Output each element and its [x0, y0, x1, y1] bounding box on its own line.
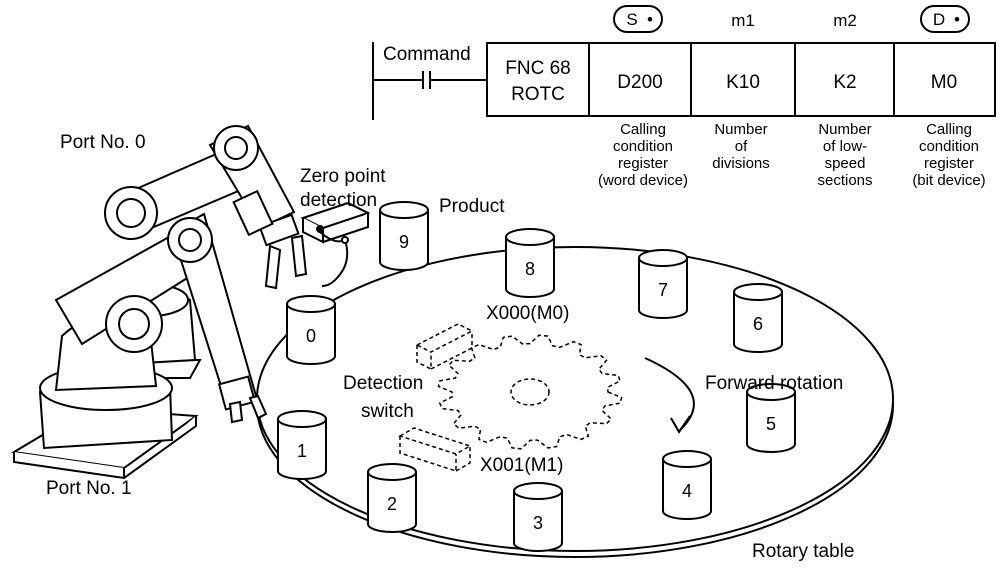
product-number: 8 — [525, 259, 535, 279]
fnc-number: FNC 68 — [505, 58, 570, 79]
robot1-shoulder-cap — [118, 308, 150, 340]
product-cylinder: 4 — [662, 450, 712, 520]
robot0-wrist — [258, 213, 300, 247]
port-0-label: Port No. 0 — [60, 132, 146, 153]
desc-line: (bit device) — [912, 172, 985, 189]
source-operand-header: S — [626, 10, 637, 29]
desc-line: divisions — [712, 155, 770, 172]
detection-switch-upper — [415, 323, 474, 371]
badge-dot: • — [647, 10, 653, 29]
rotary-table-label: Rotary table — [752, 541, 854, 562]
desc-line: speed — [825, 155, 866, 172]
operand-d: M0 — [931, 72, 957, 93]
desc-line: of low- — [823, 138, 867, 155]
product-label: Product — [439, 196, 505, 217]
operand-s-description: Calling condition register (word device) — [598, 121, 688, 189]
desc-line: sections — [817, 172, 872, 189]
robot0-finger-left — [264, 244, 282, 290]
zero-point-label-2: detection — [300, 190, 377, 211]
product-cylinder: 2 — [367, 463, 417, 533]
badge-dot: • — [954, 10, 960, 29]
products: 0 1 2 3 4 5 6 7 8 9 — [277, 201, 796, 552]
product-cylinder: 6 — [733, 283, 783, 353]
desc-line: of — [735, 138, 748, 155]
detection-label: Detection — [343, 373, 423, 394]
x001-label: X001(M1) — [480, 455, 563, 476]
robot0-finger-right — [290, 234, 308, 278]
desc-line: condition — [613, 138, 673, 155]
desc-line: register — [924, 155, 974, 172]
m1-header: m1 — [731, 11, 755, 30]
instruction-box — [486, 42, 996, 117]
robot0-shoulder-cap — [116, 198, 146, 228]
operand-m1-description: Number of divisions — [712, 121, 770, 172]
port-1-label: Port No. 1 — [46, 478, 132, 499]
destination-operand-header: D — [933, 10, 945, 29]
operand-d-description: Calling condition register (bit device) — [912, 121, 985, 189]
detection-switch-lower — [398, 427, 472, 473]
product-cylinder: 9 — [379, 201, 429, 271]
operand-m2-description: Number of low- speed sections — [817, 121, 872, 189]
product-cylinder: 8 — [505, 228, 555, 298]
product-number: 9 — [399, 232, 409, 252]
product-cylinder: 5 — [746, 383, 796, 453]
rotary-table — [256, 246, 894, 558]
product-number: 6 — [753, 314, 763, 334]
robot0-elbow-cap — [224, 136, 248, 160]
source-operand-badge — [613, 5, 663, 33]
zero-point-label: Zero point — [300, 166, 386, 187]
desc-line: Calling — [620, 121, 666, 138]
fnc-mnemonic: ROTC — [511, 84, 565, 105]
desc-line: Number — [714, 121, 767, 138]
gear — [437, 334, 623, 450]
robot1-plate-edge — [13, 452, 125, 480]
desc-line: Number — [818, 121, 871, 138]
ladder-instruction — [372, 42, 996, 120]
forward-rotation-arrow — [644, 357, 695, 434]
operand-s: D200 — [617, 72, 662, 93]
product-number: 1 — [297, 441, 307, 461]
product-number: 2 — [387, 494, 397, 514]
sensor-joint — [341, 236, 349, 244]
product-number: 0 — [306, 326, 316, 346]
product-number: 4 — [682, 481, 692, 501]
table-top — [256, 246, 894, 552]
detection-label-2: switch — [361, 401, 414, 422]
product-cylinder: 1 — [277, 410, 327, 480]
desc-line: condition — [919, 138, 979, 155]
destination-operand-badge — [920, 5, 970, 33]
desc-line: register — [618, 155, 668, 172]
operand-m1: K10 — [726, 72, 760, 93]
sensor-cable — [319, 231, 349, 287]
sensor-lens — [316, 225, 324, 233]
robot1-plate-side — [123, 416, 197, 479]
robot0-wrist-block — [232, 189, 274, 237]
robot-port-1 — [11, 212, 268, 480]
product-number: 5 — [766, 414, 776, 434]
product-cylinder: 0 — [286, 295, 336, 365]
forward-rotation-label: Forward rotation — [705, 373, 843, 394]
product-cylinder: 3 — [513, 482, 563, 552]
product-number: 3 — [533, 513, 543, 533]
robot1-elbow-cap — [178, 228, 202, 252]
operand-m2: K2 — [833, 72, 856, 93]
x000-label: X000(M0) — [486, 303, 569, 324]
product-cylinder: 7 — [638, 249, 688, 319]
m2-header: m2 — [833, 11, 857, 30]
desc-line: (word device) — [598, 172, 688, 189]
robot1-finger-left — [228, 400, 244, 424]
command-label: Command — [383, 44, 471, 65]
robot1-finger-right — [248, 394, 268, 420]
zero-point-sensor — [300, 201, 371, 287]
product-number: 7 — [658, 280, 668, 300]
gear-hub — [510, 378, 550, 406]
desc-line: Calling — [926, 121, 972, 138]
